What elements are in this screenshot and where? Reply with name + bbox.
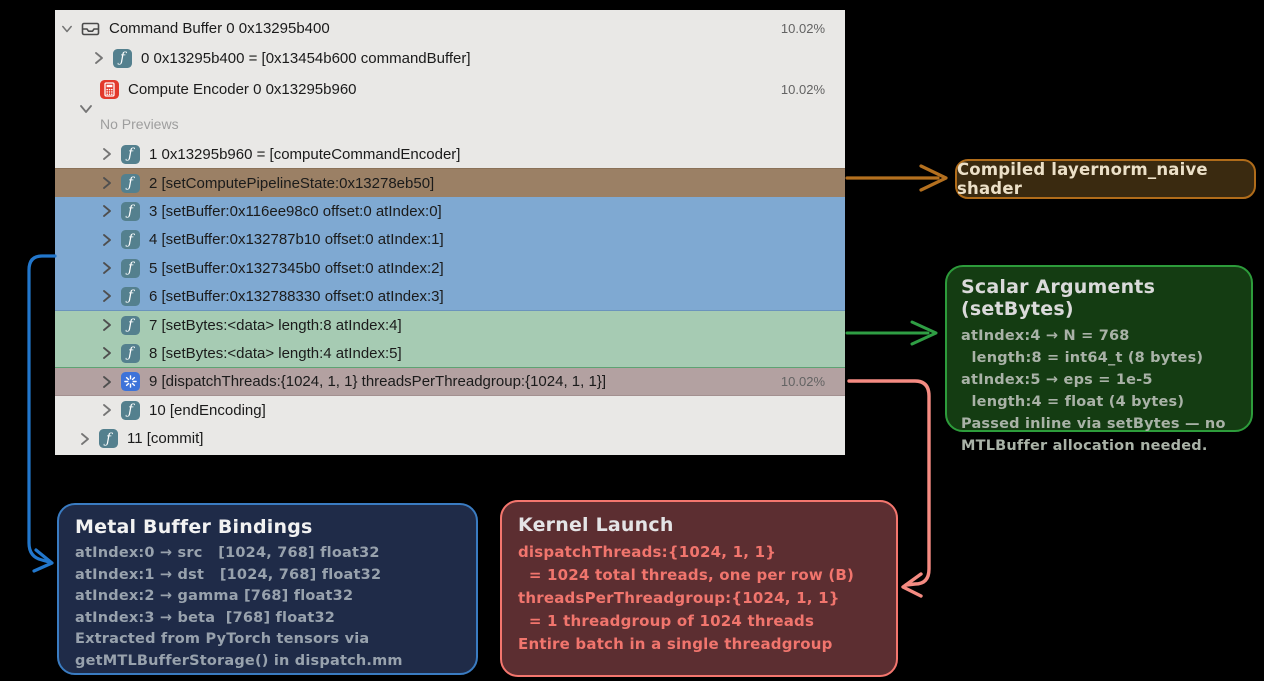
tree-row-dispatch-threads[interactable]: 9 [dispatchThreads:{1024, 1, 1} threadsP… (55, 368, 845, 396)
chevron-down-icon[interactable] (62, 23, 72, 35)
chevron-right-icon[interactable] (102, 177, 112, 189)
tree-row-set-bytes-5[interactable]: ƒ 8 [setBytes:<data> length:4 atIndex:5] (55, 339, 845, 368)
annotation-line: Extracted from PyTorch tensors via (75, 631, 370, 647)
function-icon: ƒ (121, 173, 140, 193)
row-label: 5 [setBuffer:0x1327345b0 offset:0 atInde… (149, 259, 444, 277)
annotation-line: = 1 threadgroup of 1024 threads (518, 612, 815, 630)
row-label: Compute Encoder 0 0x13295b960 (128, 80, 357, 98)
buffer-bindings-title: Metal Buffer Bindings (75, 516, 313, 538)
row-label: 4 [setBuffer:0x132787b10 offset:0 atInde… (149, 231, 444, 249)
chevron-right-icon[interactable] (102, 205, 112, 218)
function-icon: ƒ (121, 230, 140, 250)
chevron-right-icon[interactable] (102, 375, 112, 388)
chevron-right-icon[interactable] (102, 148, 112, 160)
scalar-arguments-annotation-box: Scalar Arguments (setBytes) atIndex:4 → … (945, 265, 1253, 454)
tree-row-commandbuffer-call[interactable]: ƒ 0 0x13295b400 = [0x13454b600 commandBu… (55, 43, 845, 73)
chevron-right-icon[interactable] (102, 233, 112, 246)
tree-row-set-bytes-4[interactable]: ƒ 7 [setBytes:<data> length:8 atIndex:4] (55, 311, 845, 340)
scalar-arguments-title: Scalar Arguments (setBytes) (961, 276, 1156, 320)
function-icon: ƒ (121, 315, 140, 335)
kernel-launch-title: Kernel Launch (518, 514, 674, 536)
annotation-line: threadsPerThreadgroup:{1024, 1, 1} (518, 589, 840, 607)
scalar-arguments-arrow (845, 320, 938, 346)
tree-row-command-buffer[interactable]: Command Buffer 0 0x13295b400 10.02% (55, 14, 845, 43)
annotation-line: = 1024 total threads, one per row (B) (518, 566, 855, 584)
annotation-line: Passed inline via setBytes — no (961, 416, 1226, 432)
tree-row-set-buffer-2[interactable]: ƒ 5 [setBuffer:0x1327345b0 offset:0 atIn… (55, 254, 845, 283)
buffer-bindings-annotation-box: Metal Buffer Bindings atIndex:0 → src [1… (57, 503, 478, 675)
chevron-right-icon[interactable] (102, 290, 112, 303)
row-label: Command Buffer 0 0x13295b400 (109, 20, 330, 37)
row-label: 8 [setBytes:<data> length:4 atIndex:5] (149, 344, 402, 362)
function-icon: ƒ (99, 429, 118, 448)
row-label: 3 [setBuffer:0x116ee98c0 offset:0 atInde… (149, 202, 442, 220)
annotation-line: length:4 = float (4 bytes) (961, 394, 1185, 410)
chevron-right-icon[interactable] (102, 319, 112, 332)
annotation-line: atIndex:1 → dst [1024, 768] float32 (75, 566, 382, 583)
row-label: 9 [dispatchThreads:{1024, 1, 1} threadsP… (149, 373, 606, 390)
function-icon: ƒ (113, 48, 132, 68)
function-icon: ƒ (121, 286, 140, 306)
no-previews-label: No Previews (100, 116, 179, 132)
annotation-line: length:8 = int64_t (8 bytes) (961, 350, 1204, 366)
chevron-right-icon[interactable] (102, 347, 112, 360)
function-icon: ƒ (121, 144, 140, 164)
row-label: 6 [setBuffer:0x132788330 offset:0 atInde… (149, 287, 444, 305)
chevron-right-icon[interactable] (102, 404, 112, 416)
function-icon: ƒ (121, 400, 140, 420)
command-buffer-tray-icon (81, 19, 100, 38)
annotation-line: Entire batch in a single threadgroup (518, 635, 833, 653)
encoder-disclosure-chevron-down-icon[interactable] (80, 100, 92, 113)
tree-row-compute-encoder[interactable]: Compute Encoder 0 0x13295b960 10.02% (55, 74, 845, 104)
shader-annotation-text: Compiled layernorm_naive shader (957, 160, 1208, 198)
chevron-right-icon[interactable] (94, 52, 104, 64)
tree-row-set-pipeline-state[interactable]: ƒ 2 [setComputePipelineState:0x13278eb50… (55, 168, 845, 197)
gpu-time-percent: 10.02% (780, 21, 825, 36)
annotation-line: MTLBuffer allocation needed. (961, 438, 1208, 454)
tree-row-api-call[interactable]: ƒ 1 0x13295b960 = [computeCommandEncoder… (55, 140, 845, 168)
tree-row-commit[interactable]: ƒ 11 [commit] (55, 424, 845, 453)
buffer-bindings-arrow (27, 254, 57, 573)
gpu-time-percent: 10.02% (780, 374, 825, 389)
annotation-line: atIndex:3 → beta [768] float32 (75, 609, 336, 626)
gpu-time-percent: 10.02% (780, 81, 825, 97)
tree-row-set-buffer-3[interactable]: ƒ 6 [setBuffer:0x132788330 offset:0 atIn… (55, 282, 845, 311)
function-icon: ƒ (121, 343, 140, 363)
tree-row-no-previews: No Previews (55, 111, 845, 137)
row-label: 0 0x13295b400 = [0x13454b600 commandBuff… (141, 49, 471, 67)
annotation-line: atIndex:5 → eps = 1e-5 (961, 372, 1153, 388)
function-icon: ƒ (121, 258, 140, 278)
row-label: 2 [setComputePipelineState:0x13278eb50] (149, 174, 435, 192)
annotation-line: atIndex:0 → src [1024, 768] float32 (75, 545, 380, 561)
chevron-right-icon[interactable] (102, 262, 112, 275)
tree-row-set-buffer-0[interactable]: ƒ 3 [setBuffer:0x116ee98c0 offset:0 atIn… (55, 197, 845, 226)
shader-arrow (845, 164, 948, 192)
dispatch-icon (121, 372, 140, 391)
row-label: 7 [setBytes:<data> length:8 atIndex:4] (149, 316, 402, 334)
compute-encoder-icon (100, 79, 119, 99)
annotation-line: dispatchThreads:{1024, 1, 1} (518, 543, 777, 561)
row-label: 1 0x13295b960 = [computeCommandEncoder] (149, 145, 461, 163)
tree-row-set-buffer-1[interactable]: ƒ 4 [setBuffer:0x132787b10 offset:0 atIn… (55, 225, 845, 254)
annotation-line: atIndex:4 → N = 768 (961, 328, 1130, 344)
shader-annotation-box: Compiled layernorm_naive shader (955, 159, 1256, 199)
annotation-line: getMTLBufferStorage() in dispatch.mm (75, 652, 403, 669)
row-label: 11 [commit] (127, 430, 204, 447)
row-label: 10 [endEncoding] (149, 401, 266, 419)
tree-row-end-encoding[interactable]: ƒ 10 [endEncoding] (55, 396, 845, 424)
annotation-line: atIndex:2 → gamma [768] float32 (75, 588, 354, 604)
command-buffer-call-list: Command Buffer 0 0x13295b400 10.02% ƒ 0 … (55, 10, 845, 455)
kernel-launch-annotation-box: Kernel Launch dispatchThreads:{1024, 1, … (500, 500, 898, 677)
function-icon: ƒ (121, 201, 140, 221)
chevron-right-icon[interactable] (80, 432, 90, 445)
